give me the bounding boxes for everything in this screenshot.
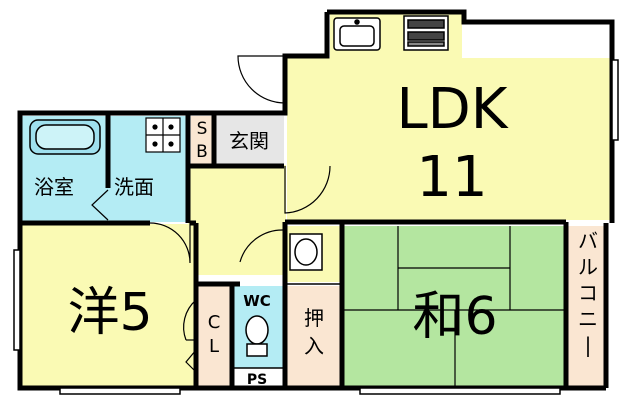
yoshitsu-label: 洋5 [67, 283, 152, 343]
tatami-lines [344, 226, 566, 386]
ps-cell [234, 368, 284, 386]
bathtub-icon [29, 119, 101, 155]
closet-cell [197, 286, 231, 386]
toilet-icon [245, 315, 269, 357]
oshiire-label: 押 [304, 306, 324, 330]
wc-label: WC [243, 292, 271, 310]
genkan-label: 玄関 [229, 129, 269, 153]
ldk-size: 11 [416, 145, 487, 210]
yoshitsu-room [22, 224, 194, 386]
thin-walls [232, 283, 342, 369]
washitsu-label: 和6 [412, 287, 497, 347]
balcony-area [568, 226, 606, 386]
washbasin-icon [145, 117, 181, 153]
sink-icon [333, 17, 381, 51]
sb-label-2: B [196, 142, 208, 162]
door-swings [91, 55, 331, 373]
hallway [188, 165, 286, 275]
windows [13, 59, 619, 395]
sb-label: S [197, 119, 208, 139]
genkan-room [214, 116, 284, 166]
bath-label: 浴室 [34, 175, 74, 199]
ps-label: PS [247, 372, 267, 388]
oshiire-label-2: 入 [304, 334, 324, 358]
ldk-room [287, 58, 612, 220]
walls [17, 9, 615, 391]
sb-cell [191, 116, 213, 166]
balcony-label: バルコニ| [578, 229, 598, 357]
ldk-name: LDK [396, 77, 508, 142]
washroom-label: 洗面 [114, 175, 154, 199]
closet-label: C [208, 312, 221, 333]
hand-sink-icon [289, 233, 323, 271]
oshiire-cell [287, 286, 341, 386]
closet-label-2: L [209, 336, 219, 357]
stove-icon [403, 15, 449, 51]
